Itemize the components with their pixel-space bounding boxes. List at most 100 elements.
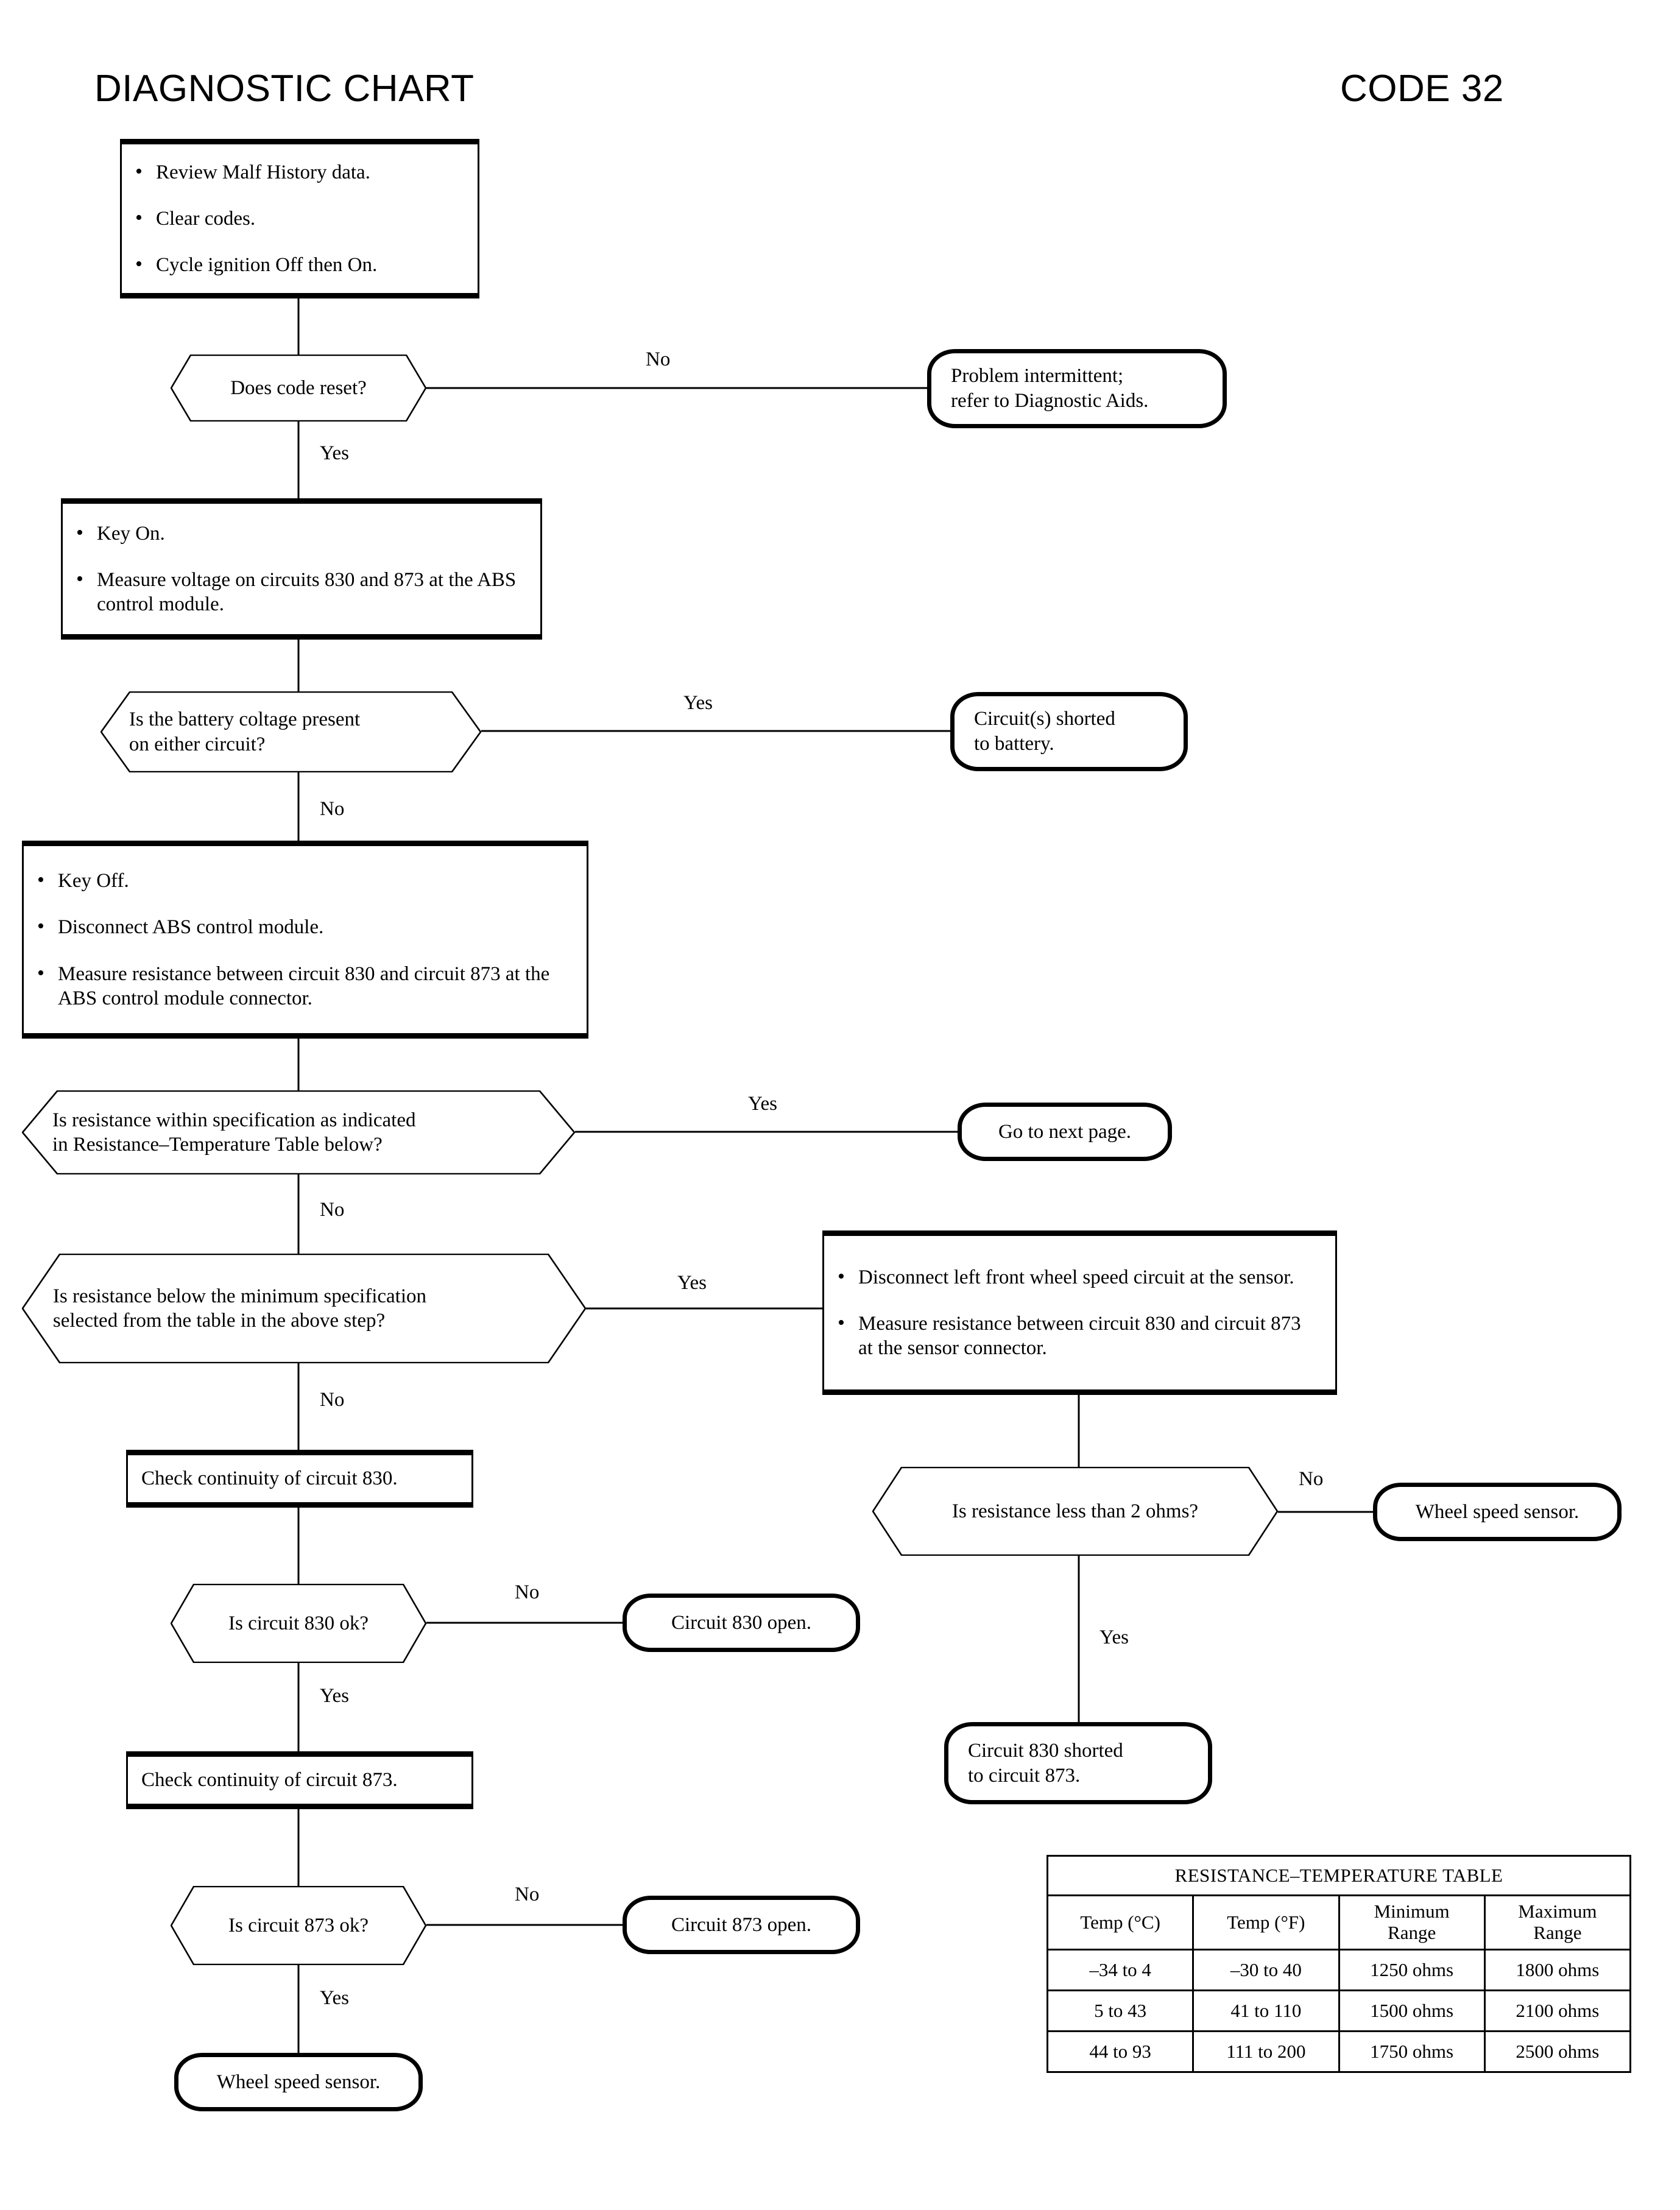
- hexagon-shape: [171, 1886, 426, 1965]
- cell-temp-f: 111 to 200: [1192, 2030, 1340, 2073]
- decision-text: Is resistance less than 2 ohms?: [951, 1500, 1199, 1522]
- cell-temp-f: –30 to 40: [1192, 1949, 1340, 1991]
- terminal-go-next-page: Go to next page.: [958, 1103, 1172, 1161]
- branch-label-yes: Yes: [320, 1685, 350, 1707]
- cell-min-range: 1750 ohms: [1338, 2030, 1486, 2073]
- process-key-on: Key On. Measure voltage on circuits 830 …: [61, 498, 542, 640]
- decision-does-code-reset: Does code reset?: [171, 355, 426, 422]
- decision-text: Is resistance within specification as in…: [22, 1108, 575, 1157]
- column-header-minimum-range: Minimum Range: [1338, 1894, 1486, 1951]
- terminal-wheel-speed-sensor-right: Wheel speed sensor.: [1373, 1483, 1622, 1541]
- terminal-text: Circuit(s) shorted to battery.: [955, 707, 1128, 757]
- list-item: Key Off.: [24, 867, 587, 893]
- branch-label-yes: Yes: [320, 442, 350, 464]
- process-text: Check continuity of circuit 873.: [141, 1769, 398, 1792]
- process-key-off: Key Off. Disconnect ABS control module. …: [22, 841, 588, 1039]
- branch-label-yes: Yes: [748, 1093, 778, 1115]
- terminal-wheel-speed-sensor-bottom: Wheel speed sensor.: [174, 2053, 423, 2111]
- list-item: Disconnect left front wheel speed circui…: [824, 1264, 1335, 1290]
- decision-resistance-below-min: Is resistance below the minimum specific…: [22, 1254, 586, 1363]
- decision-resistance-within-spec: Is resistance within specification as in…: [22, 1090, 575, 1174]
- table-header-row: Temp (°C) Temp (°F) Minimum Range Maximu…: [1046, 1894, 1632, 1951]
- decision-text: Does code reset?: [230, 376, 367, 399]
- terminal-text: Go to next page.: [998, 1120, 1132, 1143]
- decision-line-2: on either circuit?: [129, 733, 266, 755]
- process-disconnect-wheel-speed-circuit: Disconnect left front wheel speed circui…: [822, 1230, 1337, 1395]
- cell-min-range: 1250 ohms: [1338, 1949, 1486, 1991]
- table-row: –34 to 4 –30 to 40 1250 ohms 1800 ohms: [1046, 1949, 1632, 1991]
- column-header-temp-f: Temp (°F): [1192, 1894, 1340, 1951]
- list-item: Cycle ignition Off then On.: [122, 252, 478, 277]
- decision-line-2: in Resistance–Temperature Table below?: [52, 1134, 383, 1156]
- decision-text: Is resistance below the minimum specific…: [22, 1284, 586, 1333]
- terminal-text: Circuit 830 shorted to circuit 873.: [948, 1739, 1135, 1788]
- list-item: Disconnect ABS control module.: [24, 914, 587, 939]
- cell-temp-c: –34 to 4: [1046, 1949, 1195, 1991]
- branch-label-yes: Yes: [677, 1272, 707, 1294]
- process-check-continuity-830: Check continuity of circuit 830.: [126, 1450, 473, 1508]
- cell-max-range: 1800 ohms: [1483, 1949, 1632, 1991]
- table-row: 44 to 93 111 to 200 1750 ohms 2500 ohms: [1046, 2030, 1632, 2073]
- table-row: 5 to 43 41 to 110 1500 ohms 2100 ohms: [1046, 1989, 1632, 2032]
- resistance-temperature-table: RESISTANCE–TEMPERATURE TABLE Temp (°C) T…: [1046, 1855, 1632, 2073]
- terminal-line-1: Problem intermittent;: [951, 365, 1124, 387]
- terminal-problem-intermittent: Problem intermittent; refer to Diagnosti…: [927, 349, 1227, 428]
- hexagon-shape: [22, 1254, 586, 1363]
- list-item: Measure resistance between circuit 830 a…: [824, 1310, 1335, 1361]
- hexagon-shape: [872, 1467, 1278, 1556]
- terminal-line-2: to circuit 873.: [968, 1764, 1081, 1787]
- branch-label-yes: Yes: [683, 692, 713, 714]
- branch-label-no: No: [646, 348, 671, 370]
- terminal-830-shorted-to-873: Circuit 830 shorted to circuit 873.: [944, 1722, 1212, 1804]
- terminal-text: Circuit 873 open.: [671, 1913, 812, 1936]
- cell-max-range: 2500 ohms: [1483, 2030, 1632, 2073]
- list-item: Measure resistance between circuit 830 a…: [24, 961, 587, 1011]
- decision-text: Is circuit 873 ok?: [228, 1914, 369, 1936]
- decision-line-2: selected from the table in the above ste…: [52, 1310, 386, 1332]
- column-header-temp-c: Temp (°C): [1046, 1894, 1195, 1951]
- terminal-text: Circuit 830 open.: [671, 1611, 812, 1634]
- decision-line-1: Is resistance within specification as in…: [52, 1109, 416, 1131]
- branch-label-no: No: [515, 1581, 540, 1603]
- branch-label-no: No: [1299, 1468, 1324, 1490]
- process-start: Review Malf History data. Clear codes. C…: [120, 139, 479, 298]
- branch-label-yes: Yes: [1099, 1626, 1129, 1648]
- branch-label-no: No: [320, 1199, 345, 1221]
- terminal-text: Problem intermittent; refer to Diagnosti…: [931, 364, 1160, 414]
- decision-line-1: Is resistance below the minimum specific…: [52, 1285, 426, 1307]
- terminal-text: Wheel speed sensor.: [216, 2071, 381, 2093]
- terminal-line-1: Circuit(s) shorted: [974, 708, 1115, 730]
- terminal-circuit-873-open: Circuit 873 open.: [623, 1896, 860, 1954]
- list-item: Key On.: [63, 520, 540, 546]
- terminal-line-2: to battery.: [974, 733, 1054, 755]
- branch-label-no: No: [515, 1883, 540, 1905]
- decision-circuit-830-ok: Is circuit 830 ok?: [171, 1584, 426, 1663]
- bullet-list: Key On. Measure voltage on circuits 830 …: [63, 520, 540, 617]
- decision-line-1: Is the battery coltage present: [129, 708, 361, 731]
- branch-label-no: No: [320, 1389, 345, 1411]
- terminal-circuits-shorted-battery: Circuit(s) shorted to battery.: [950, 692, 1188, 771]
- code-label: CODE 32: [1340, 68, 1504, 110]
- process-text: Check continuity of circuit 830.: [141, 1467, 398, 1490]
- hexagon-shape: [171, 1584, 426, 1663]
- hexagon-shape: [101, 691, 481, 772]
- cell-temp-c: 44 to 93: [1046, 2030, 1195, 2073]
- bullet-list: Key Off. Disconnect ABS control module. …: [24, 867, 587, 1011]
- terminal-circuit-830-open: Circuit 830 open.: [623, 1594, 860, 1652]
- branch-label-yes: Yes: [320, 1987, 350, 2009]
- bullet-list: Review Malf History data. Clear codes. C…: [122, 159, 478, 278]
- list-item: Clear codes.: [122, 205, 478, 231]
- cell-max-range: 2100 ohms: [1483, 1989, 1632, 2032]
- decision-battery-voltage: Is the battery coltage present on either…: [101, 691, 481, 772]
- bullet-list: Disconnect left front wheel speed circui…: [824, 1264, 1335, 1361]
- cell-temp-c: 5 to 43: [1046, 1989, 1195, 2032]
- list-item: Review Malf History data.: [122, 159, 478, 185]
- hexagon-shape: [171, 355, 426, 422]
- terminal-line-2: refer to Diagnostic Aids.: [951, 390, 1149, 412]
- terminal-line-1: Circuit 830 shorted: [968, 1739, 1123, 1762]
- page-title: DIAGNOSTIC CHART: [94, 68, 475, 110]
- decision-text: Is circuit 830 ok?: [228, 1612, 369, 1634]
- table-title: RESISTANCE–TEMPERATURE TABLE: [1046, 1855, 1631, 1896]
- hexagon-shape: [22, 1090, 575, 1174]
- cell-temp-f: 41 to 110: [1192, 1989, 1340, 2032]
